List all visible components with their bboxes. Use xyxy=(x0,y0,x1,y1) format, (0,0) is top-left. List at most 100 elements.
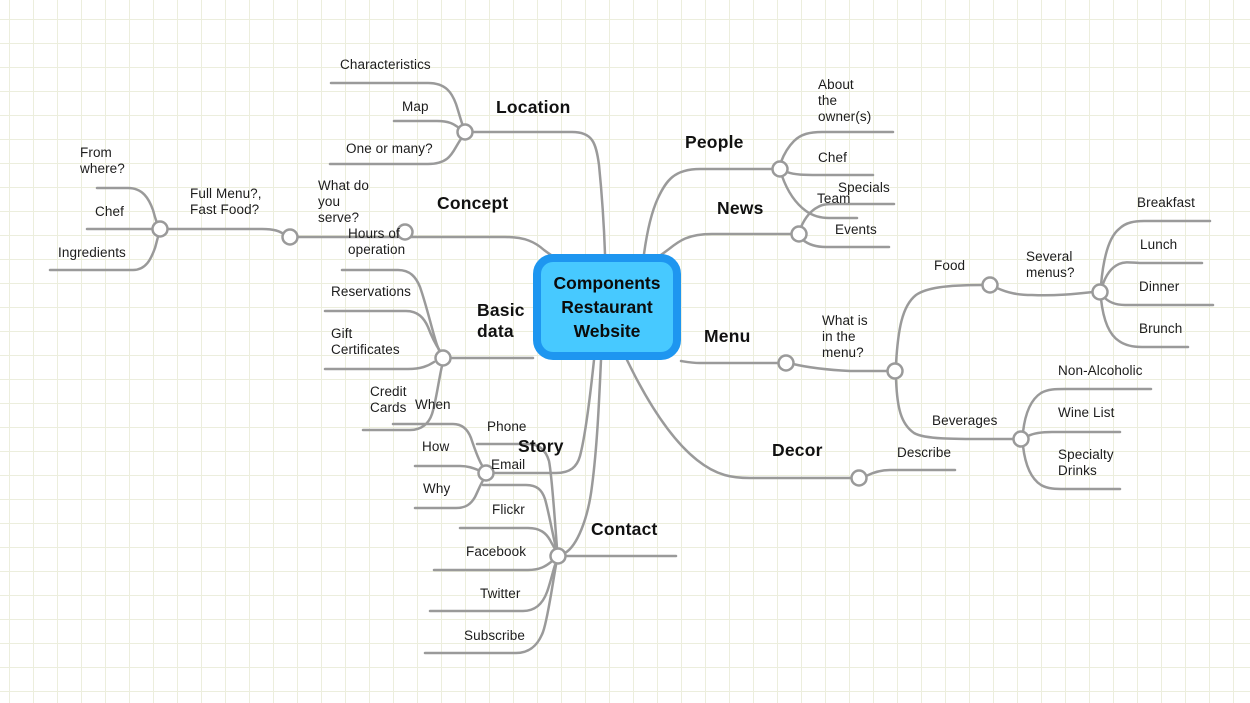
node-describe[interactable]: Describe xyxy=(897,445,952,460)
connector-story xyxy=(492,358,596,475)
connector-team xyxy=(780,174,859,220)
node-brunch[interactable]: Brunch xyxy=(1139,321,1183,336)
toggle-news[interactable] xyxy=(790,225,808,243)
node-breakfast[interactable]: Breakfast xyxy=(1137,195,1195,210)
node-phone[interactable]: Phone xyxy=(487,419,527,434)
connector-why xyxy=(413,477,486,510)
connector-brunch xyxy=(1099,297,1190,349)
connector-email xyxy=(481,483,558,550)
node-facebook[interactable]: Facebook xyxy=(466,544,527,559)
node-map[interactable]: Map xyxy=(402,99,429,114)
node-contact[interactable]: Contact xyxy=(591,519,658,539)
toggle-concept[interactable] xyxy=(396,223,414,241)
node-team[interactable]: Team xyxy=(817,191,851,206)
toggle-what-is-in-menu[interactable] xyxy=(886,362,904,380)
toggle-decor[interactable] xyxy=(850,469,868,487)
toggle-several-menus[interactable] xyxy=(1091,283,1109,301)
connector-lunch xyxy=(1100,261,1204,289)
node-flickr[interactable]: Flickr xyxy=(492,502,525,517)
node-full-menu-fast-food[interactable]: Full Menu?, Fast Food? xyxy=(190,186,262,217)
node-concept[interactable]: Concept xyxy=(437,193,509,213)
connector-how xyxy=(413,464,480,472)
node-basic-data[interactable]: Basic data xyxy=(477,300,525,341)
node-non-alcoholic[interactable]: Non-Alcoholic xyxy=(1058,363,1143,378)
connector-characteristics xyxy=(329,81,465,128)
connector-beverages xyxy=(894,376,1015,441)
connector-contact xyxy=(563,358,603,555)
root-node[interactable]: Components Restaurant Website xyxy=(533,254,681,360)
connector-subscribe xyxy=(423,563,558,655)
node-story[interactable]: Story xyxy=(518,436,564,456)
node-email[interactable]: Email xyxy=(491,457,526,472)
connector-describe xyxy=(864,468,957,478)
node-wine-list[interactable]: Wine List xyxy=(1058,405,1115,420)
node-twitter[interactable]: Twitter xyxy=(480,586,521,601)
node-gift-certificates[interactable]: Gift Certificates xyxy=(331,326,400,357)
node-lunch[interactable]: Lunch xyxy=(1140,237,1178,252)
connector-location xyxy=(463,130,607,256)
toggle-contact[interactable] xyxy=(549,547,567,565)
connector-when xyxy=(391,422,485,469)
connector-phone xyxy=(475,442,559,550)
connector-events xyxy=(801,238,891,249)
toggle-story[interactable] xyxy=(477,464,495,482)
node-dinner[interactable]: Dinner xyxy=(1139,279,1180,294)
node-menu[interactable]: Menu xyxy=(704,326,751,346)
node-news[interactable]: News xyxy=(717,198,764,218)
connector-reservations xyxy=(323,309,442,353)
node-reservations[interactable]: Reservations xyxy=(331,284,411,299)
node-how[interactable]: How xyxy=(422,439,450,454)
toggle-what-do-you-serve[interactable] xyxy=(281,228,299,246)
node-several-menus[interactable]: Several menus? xyxy=(1026,249,1075,280)
node-food[interactable]: Food xyxy=(934,258,966,273)
node-people[interactable]: People xyxy=(685,132,744,152)
connector-chef-right xyxy=(785,170,875,177)
node-decor[interactable]: Decor xyxy=(772,440,823,460)
toggle-basic-data[interactable] xyxy=(434,349,452,367)
connector-breakfast xyxy=(1099,219,1212,287)
connector-flickr xyxy=(458,526,557,551)
node-beverages[interactable]: Beverages xyxy=(932,413,998,428)
connector-specialty-drinks xyxy=(1021,444,1122,491)
node-specials[interactable]: Specials xyxy=(838,180,890,195)
connector-facebook xyxy=(432,560,553,572)
connector-decor xyxy=(625,358,853,480)
connector-twitter xyxy=(428,563,557,613)
connector-about-owners xyxy=(779,130,895,164)
node-location[interactable]: Location xyxy=(496,97,571,117)
connector-specials xyxy=(799,202,896,229)
node-chef-people[interactable]: Chef xyxy=(818,150,847,165)
toggle-menu[interactable] xyxy=(777,354,795,372)
connector-gift-certificates xyxy=(323,360,436,371)
toggle-beverages[interactable] xyxy=(1012,430,1030,448)
node-why[interactable]: Why xyxy=(423,481,451,496)
connector-people xyxy=(642,167,774,256)
connector-wine-list xyxy=(1026,430,1122,438)
node-specialty-drinks[interactable]: Specialty Drinks xyxy=(1058,447,1114,478)
toggle-people[interactable] xyxy=(771,160,789,178)
node-hours-of-operation[interactable]: Hours of operation xyxy=(348,226,406,257)
node-about-the-owners[interactable]: About the owner(s) xyxy=(818,77,872,124)
node-when[interactable]: When xyxy=(415,397,451,412)
node-ingredients[interactable]: Ingredients xyxy=(58,245,126,260)
connector-news xyxy=(656,232,793,259)
node-chef-concept[interactable]: Chef xyxy=(95,204,124,219)
node-events[interactable]: Events xyxy=(835,222,877,237)
connector-non-alcoholic xyxy=(1021,387,1153,434)
node-what-do-you-serve[interactable]: What do you serve? xyxy=(318,178,369,225)
connector-menu xyxy=(679,359,781,365)
node-subscribe[interactable]: Subscribe xyxy=(464,628,525,643)
node-credit-cards[interactable]: Credit Cards xyxy=(370,384,407,415)
node-characteristics[interactable]: Characteristics xyxy=(340,57,431,72)
toggle-food[interactable] xyxy=(981,276,999,294)
toggle-location[interactable] xyxy=(456,123,474,141)
connector-several-menus xyxy=(995,286,1095,297)
connector-what-is-in-menu xyxy=(791,362,890,373)
connector-credit-cards xyxy=(361,364,444,432)
toggle-full-menu[interactable] xyxy=(151,220,169,238)
node-from-where[interactable]: From where? xyxy=(80,145,125,176)
node-what-is-in-the-menu[interactable]: What is in the menu? xyxy=(822,313,868,360)
node-one-or-many[interactable]: One or many? xyxy=(346,141,433,156)
